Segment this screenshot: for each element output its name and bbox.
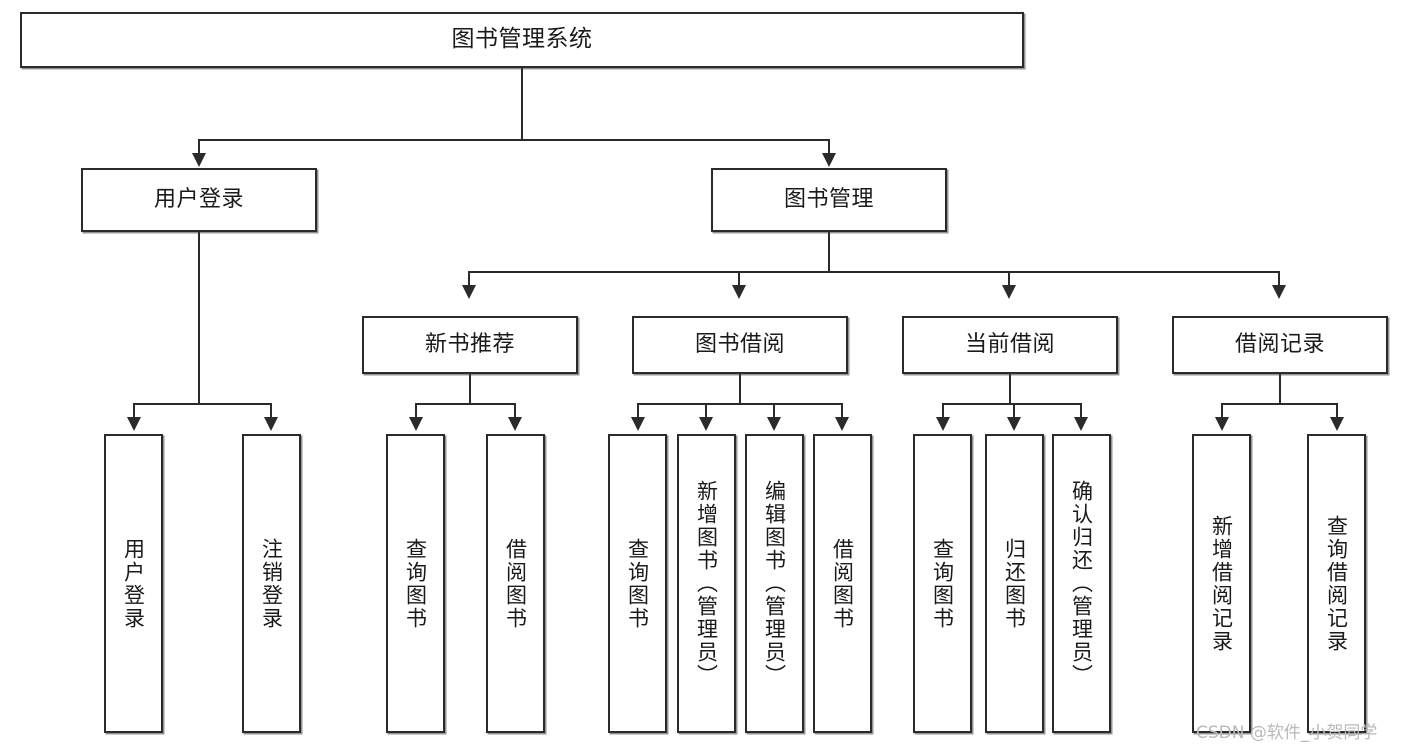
node-leaf-edit-book[interactable]: 编辑图书（管理员） — [745, 434, 804, 733]
connector-current-stem — [1009, 374, 1011, 404]
connector-level3-drop-4 — [1278, 271, 1280, 287]
arrowhead-leaf-add-book — [699, 417, 713, 431]
node-label: 查询图书 — [403, 537, 428, 630]
watermark-text: CSDN @软件_小贺同学 — [1196, 723, 1378, 743]
node-label: 新增图书（管理员） — [694, 480, 719, 687]
connector-root-stem — [521, 68, 523, 140]
connector-level2-drop-user — [198, 139, 200, 155]
node-leaf-query-book-1[interactable]: 查询图书 — [386, 434, 445, 733]
node-label: 查询借阅记录 — [1324, 514, 1349, 653]
connector-user-login-stem — [198, 232, 200, 404]
connector-borrow-drop-3 — [773, 403, 775, 419]
connector-borrow-drop-4 — [841, 403, 843, 419]
node-label: 当前借阅 — [964, 331, 1055, 357]
connector-current-drop-3 — [1080, 403, 1082, 419]
node-label: 注销登录 — [259, 537, 284, 630]
connector-record-bus — [1221, 403, 1337, 405]
node-user-login[interactable]: 用户登录 — [81, 168, 317, 232]
arrowhead-borrow-record — [1272, 285, 1286, 299]
connector-level3-bus — [468, 271, 1280, 273]
connector-recommend-stem — [469, 374, 471, 404]
connector-record-drop-1 — [1221, 403, 1223, 419]
node-current-borrow[interactable]: 当前借阅 — [902, 316, 1118, 374]
connector-user-login-bus — [133, 403, 272, 405]
arrowhead-book-manage — [822, 153, 836, 167]
node-label: 图书管理系统 — [451, 26, 593, 53]
connector-borrow-bus — [637, 403, 842, 405]
connector-level2-bus — [198, 139, 829, 141]
node-leaf-add-record[interactable]: 新增借阅记录 — [1192, 434, 1251, 733]
arrowhead-leaf-query-book-2 — [631, 417, 645, 431]
node-leaf-query-book-3[interactable]: 查询图书 — [913, 434, 972, 733]
arrowhead-leaf-borrow-book-1 — [508, 417, 522, 431]
arrowhead-leaf-edit-book — [767, 417, 781, 431]
arrowhead-leaf-query-book-3 — [936, 417, 950, 431]
arrowhead-leaf-add-record — [1215, 417, 1229, 431]
connector-level3-drop-1 — [468, 271, 470, 287]
arrowhead-leaf-borrow-book-2 — [835, 417, 849, 431]
node-borrow-record[interactable]: 借阅记录 — [1172, 316, 1388, 374]
node-label: 图书管理 — [783, 186, 874, 212]
connector-level3-drop-2 — [738, 271, 740, 287]
node-label: 借阅图书 — [503, 537, 528, 630]
connector-current-drop-1 — [942, 403, 944, 419]
node-label: 图书借阅 — [694, 331, 785, 357]
connector-borrow-stem — [739, 374, 741, 404]
connector-record-drop-2 — [1336, 403, 1338, 419]
connector-level3-drop-3 — [1008, 271, 1010, 287]
node-label: 查询图书 — [930, 537, 955, 630]
arrowhead-leaf-user-logout — [264, 417, 278, 431]
node-book-manage[interactable]: 图书管理 — [711, 168, 947, 232]
node-leaf-user-login[interactable]: 用户登录 — [104, 434, 163, 733]
connector-current-drop-2 — [1013, 403, 1015, 419]
arrowhead-user-login — [192, 153, 206, 167]
node-label: 确认归还（管理员） — [1069, 480, 1094, 687]
connector-user-login-drop-2 — [270, 403, 272, 419]
connector-level2-drop-book — [828, 139, 830, 155]
node-label: 新增借阅记录 — [1209, 514, 1234, 653]
node-label: 借阅记录 — [1234, 331, 1325, 357]
node-leaf-borrow-book-1[interactable]: 借阅图书 — [486, 434, 545, 733]
node-new-book-recommend[interactable]: 新书推荐 — [362, 316, 578, 374]
connector-book-manage-stem — [828, 232, 830, 272]
arrowhead-book-borrow — [732, 285, 746, 299]
arrowhead-current-borrow — [1002, 285, 1016, 299]
node-leaf-borrow-book-2[interactable]: 借阅图书 — [813, 434, 872, 733]
connector-recommend-drop-1 — [415, 403, 417, 419]
node-label: 查询图书 — [625, 537, 650, 630]
node-label: 新书推荐 — [424, 331, 515, 357]
connector-borrow-drop-1 — [637, 403, 639, 419]
node-leaf-query-record[interactable]: 查询借阅记录 — [1307, 434, 1366, 733]
connector-recommend-bus — [415, 403, 515, 405]
node-leaf-add-book[interactable]: 新增图书（管理员） — [677, 434, 736, 733]
node-root-system[interactable]: 图书管理系统 — [20, 12, 1024, 68]
node-leaf-user-logout[interactable]: 注销登录 — [242, 434, 301, 733]
connector-user-login-drop-1 — [133, 403, 135, 419]
node-label: 用户登录 — [121, 537, 146, 630]
node-leaf-confirm-return[interactable]: 确认归还（管理员） — [1052, 434, 1111, 733]
node-book-borrow[interactable]: 图书借阅 — [632, 316, 848, 374]
node-label: 借阅图书 — [830, 537, 855, 630]
arrowhead-leaf-query-book-1 — [409, 417, 423, 431]
arrowhead-leaf-user-login — [127, 417, 141, 431]
connector-current-bus — [942, 403, 1081, 405]
connector-borrow-drop-2 — [705, 403, 707, 419]
node-label: 归还图书 — [1002, 537, 1027, 630]
node-label: 编辑图书（管理员） — [762, 480, 787, 687]
arrowhead-leaf-confirm-return — [1074, 417, 1088, 431]
node-leaf-query-book-2[interactable]: 查询图书 — [608, 434, 667, 733]
arrowhead-new-book-recommend — [462, 285, 476, 299]
connector-recommend-drop-2 — [514, 403, 516, 419]
node-leaf-return-book[interactable]: 归还图书 — [985, 434, 1044, 733]
connector-record-stem — [1279, 374, 1281, 404]
arrowhead-leaf-return-book — [1007, 417, 1021, 431]
arrowhead-leaf-query-record — [1330, 417, 1344, 431]
node-label: 用户登录 — [153, 186, 244, 212]
